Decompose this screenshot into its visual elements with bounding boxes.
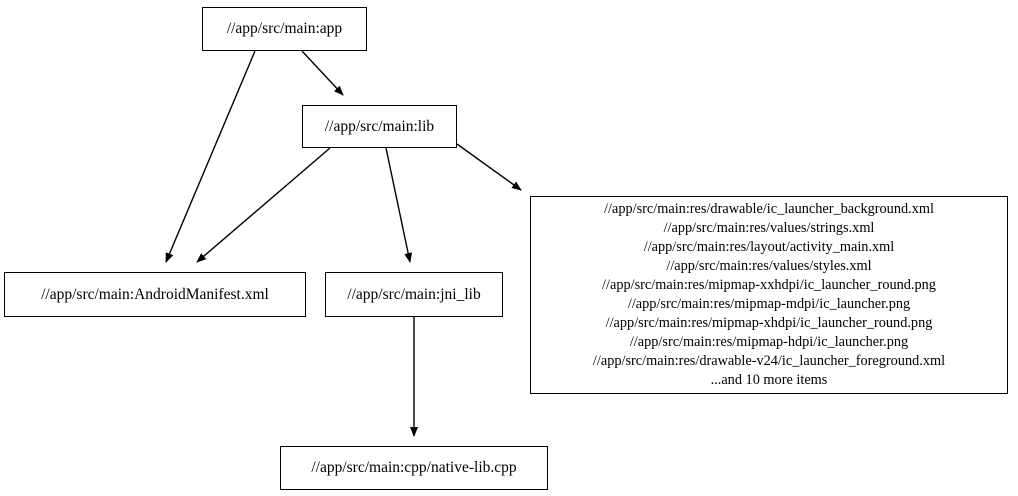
graph-edge-lib-to-jni-lib [385,147,413,263]
graph-node-lib[interactable]: //app/src/main:lib [302,105,457,148]
graph-edge-app-to-manifest [165,50,256,263]
graph-node-label: //app/src/main:AndroidManifest.xml [41,285,269,303]
graph-node-jni_lib[interactable]: //app/src/main:jni_lib [325,272,503,317]
graph-node-label: //app/src/main:app [226,20,343,38]
graph-node-manifest[interactable]: //app/src/main:AndroidManifest.xml [4,272,306,317]
graph-node-label: //app/src/main:res/drawable/ic_launcher_… [592,201,946,388]
graph-node-app[interactable]: //app/src/main:app [202,7,367,51]
graph-node-label: //app/src/main:lib [324,117,435,135]
graph-node-native_lib[interactable]: //app/src/main:cpp/native-lib.cpp [280,446,548,490]
graph-node-label: //app/src/main:jni_lib [347,285,481,303]
graph-node-label: //app/src/main:cpp/native-lib.cpp [311,459,517,477]
graph-edge-lib-to-resources [456,143,522,191]
graph-node-resources[interactable]: //app/src/main:res/drawable/ic_launcher_… [530,196,1008,394]
graph-edge-app-to-lib [301,50,344,96]
graph-edge-lib-to-manifest [196,147,331,263]
